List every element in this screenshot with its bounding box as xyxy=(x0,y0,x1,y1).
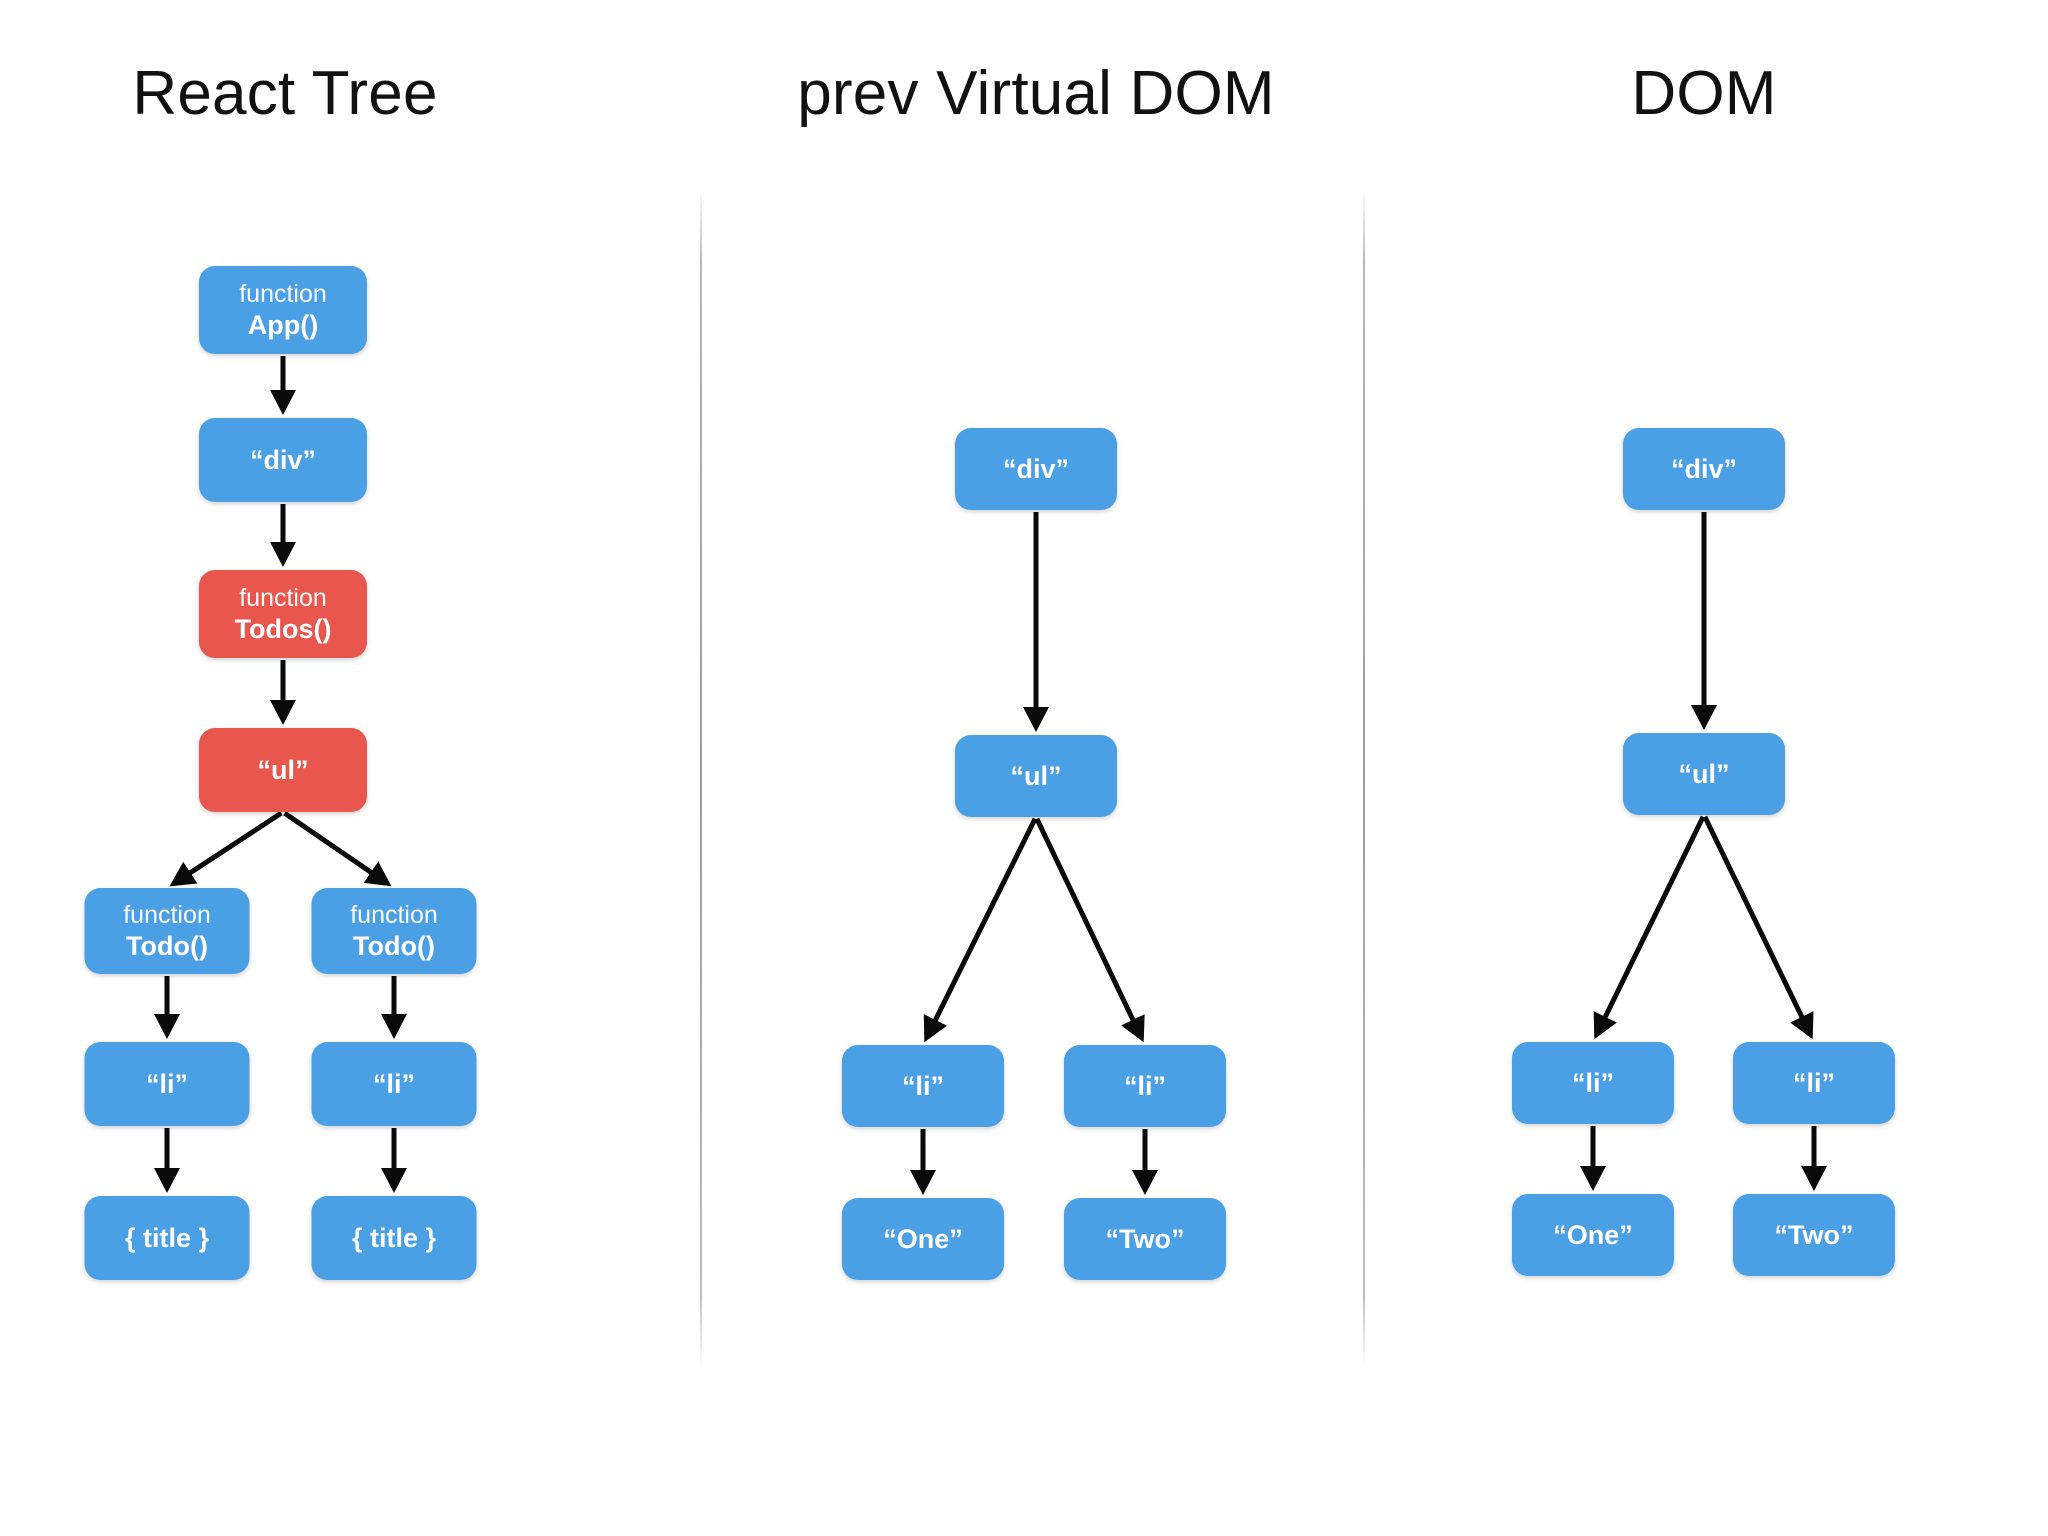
node-dom-dm-ul: “ul” xyxy=(1623,733,1785,815)
node-label: { title } xyxy=(351,1222,437,1253)
node-keyword: function xyxy=(123,900,211,929)
node-label: “div” xyxy=(1670,453,1737,484)
node-name: Todo() xyxy=(353,930,435,961)
node-keyword: function xyxy=(350,900,438,929)
column-title-prev-virtual-dom: prev Virtual DOM xyxy=(797,59,1275,128)
node-dom-dm-two: “Two” xyxy=(1733,1194,1895,1276)
node-react-tree-rt-ul: “ul” xyxy=(199,728,367,812)
node-react-tree-rt-title-1: { title } xyxy=(84,1196,250,1280)
node-prev-virtual-dom-vd-two: “Two” xyxy=(1064,1198,1226,1280)
node-label: “div” xyxy=(1002,453,1069,484)
node-name: Todos() xyxy=(234,613,332,644)
column-title-react-tree: React Tree xyxy=(132,59,438,128)
node-react-tree-rt-li-2: “li” xyxy=(311,1042,477,1126)
node-label: { title } xyxy=(124,1222,210,1253)
edge-rt-ul-to-rt-todo-1 xyxy=(169,811,283,887)
node-prev-virtual-dom-vd-ul: “ul” xyxy=(955,735,1117,817)
node-label: “ul” xyxy=(1010,760,1062,791)
node-label: “div” xyxy=(249,444,316,475)
edge-dm-ul-to-dm-li-2 xyxy=(1702,815,1814,1040)
node-dom-dm-div: “div” xyxy=(1623,428,1785,510)
node-prev-virtual-dom-vd-li-1: “li” xyxy=(842,1045,1004,1127)
node-label: “li” xyxy=(1571,1067,1614,1098)
node-label: “li” xyxy=(372,1068,415,1099)
node-react-tree-rt-li-1: “li” xyxy=(84,1042,250,1126)
column-divider-right xyxy=(1363,192,1365,1364)
node-prev-virtual-dom-vd-one: “One” xyxy=(842,1198,1004,1280)
node-label: “li” xyxy=(1792,1067,1835,1098)
edge-vd-ul-to-vd-li-2 xyxy=(1034,817,1145,1043)
node-label: “Two” xyxy=(1105,1223,1185,1254)
node-keyword: function xyxy=(239,279,327,308)
node-label: “One” xyxy=(1553,1219,1633,1250)
node-label: “ul” xyxy=(1678,758,1730,789)
column-divider-left xyxy=(700,192,702,1364)
node-label: “li” xyxy=(145,1068,188,1099)
edge-vd-ul-to-vd-li-1 xyxy=(923,817,1038,1043)
node-react-tree-rt-title-2: { title } xyxy=(311,1196,477,1280)
node-dom-dm-li-2: “li” xyxy=(1733,1042,1895,1124)
node-dom-dm-li-1: “li” xyxy=(1512,1042,1674,1124)
node-keyword: function xyxy=(239,583,327,612)
edge-dm-ul-to-dm-li-1 xyxy=(1593,815,1706,1040)
node-prev-virtual-dom-vd-li-2: “li” xyxy=(1064,1045,1226,1127)
node-label: “li” xyxy=(901,1070,944,1101)
node-label: “ul” xyxy=(257,754,309,785)
node-name: App() xyxy=(247,309,319,340)
edge-rt-ul-to-rt-todo-2 xyxy=(283,811,392,887)
node-label: “li” xyxy=(1123,1070,1166,1101)
column-title-dom: DOM xyxy=(1631,59,1777,128)
node-react-tree-rt-div: “div” xyxy=(199,418,367,502)
node-name: Todo() xyxy=(126,930,208,961)
node-prev-virtual-dom-vd-div: “div” xyxy=(955,428,1117,510)
node-label: “One” xyxy=(883,1223,963,1254)
node-label: “Two” xyxy=(1774,1219,1854,1250)
node-dom-dm-one: “One” xyxy=(1512,1194,1674,1276)
